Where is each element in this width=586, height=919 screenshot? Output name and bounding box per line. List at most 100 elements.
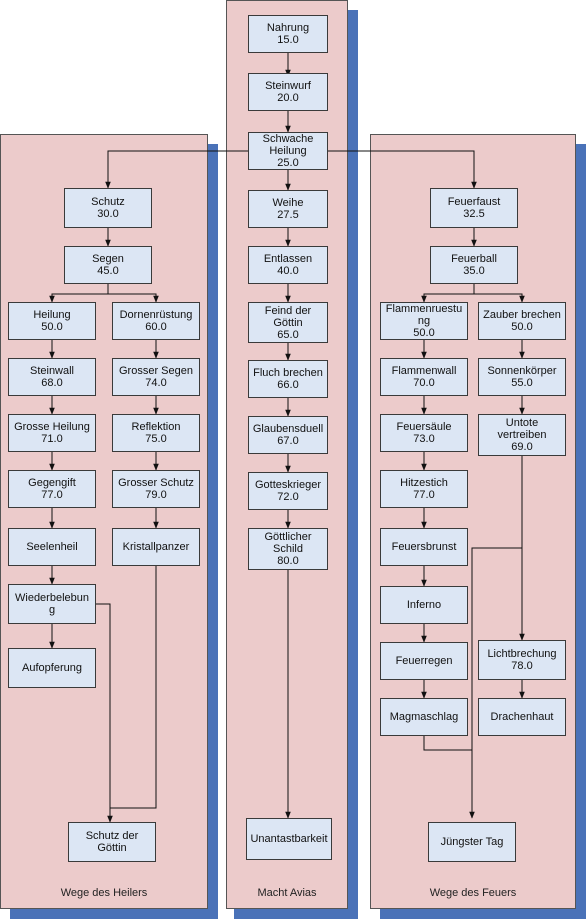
node-drachenhaut[interactable]: Drachenhaut [478, 698, 566, 736]
panel-label-heiler: Wege des Heilers [60, 887, 148, 899]
node-schutz[interactable]: Schutz 30.0 [64, 188, 152, 228]
node-wiederbelebung-name: Wiederbelebun g [15, 592, 89, 616]
node-steinwurf[interactable]: Steinwurf 20.0 [248, 73, 328, 111]
node-unantastbarkeit[interactable]: Unantastbarkeit [246, 818, 332, 860]
edge-schwache-heilung-schutz [105, 150, 248, 189]
node-feind-der-goettin-name: Feind der Göttin [264, 304, 312, 329]
node-hitzestich-value: 77.0 [413, 489, 435, 501]
node-feind-der-goettin[interactable]: Feind der Göttin 65.0 [248, 302, 328, 343]
node-seelenheil[interactable]: Seelenheil [8, 528, 96, 566]
node-steinwall[interactable]: Steinwall 68.0 [8, 358, 96, 396]
node-grosse-heilung-value: 71.0 [41, 433, 63, 445]
node-inferno[interactable]: Inferno [380, 586, 468, 624]
node-inferno-name: Inferno [406, 599, 442, 611]
node-magmaschlag[interactable]: Magmaschlag [380, 698, 468, 736]
node-fluch-brechen[interactable]: Fluch brechen 66.0 [248, 360, 328, 398]
node-gegengift-name: Gegengift [28, 477, 76, 489]
node-heilung-value: 50.0 [41, 321, 63, 333]
edge-magmaschlag-juengster-tag [423, 736, 472, 751]
node-grosser-segen-name: Grosser Segen [119, 365, 193, 377]
node-grosse-heilung-name: Grosse Heilung [14, 421, 90, 433]
node-grosser-schutz[interactable]: Grosser Schutz 79.0 [112, 470, 200, 508]
node-flammenwall[interactable]: Flammenwall 70.0 [380, 358, 468, 396]
node-feind-der-goettin-value: 65.0 [277, 328, 299, 341]
node-grosser-segen[interactable]: Grosser Segen 74.0 [112, 358, 200, 396]
node-untote-vertreiben-name: Untote vertreiben [497, 417, 547, 441]
node-flammenwall-value: 70.0 [413, 377, 435, 389]
node-reflektion-value: 75.0 [145, 433, 167, 445]
node-feuersbrunst-name: Feuersbrunst [391, 541, 457, 553]
node-hitzestich-name: Hitzestich [400, 477, 448, 489]
node-heilung-name: Heilung [33, 309, 71, 321]
node-lichtbrechung-value: 78.0 [511, 660, 533, 672]
node-juengster-tag-name: Jüngster Tag [440, 836, 504, 848]
node-hitzestich[interactable]: Hitzestich 77.0 [380, 470, 468, 508]
node-segen-name: Segen [92, 253, 124, 265]
node-juengster-tag[interactable]: Jüngster Tag [428, 822, 516, 862]
node-wiederbelebung[interactable]: Wiederbelebun g [8, 584, 96, 624]
node-untote-vertreiben[interactable]: Untote vertreiben 69.0 [478, 414, 566, 456]
node-grosser-schutz-name: Grosser Schutz [118, 477, 194, 489]
node-gegengift[interactable]: Gegengift 77.0 [8, 470, 96, 508]
node-feuersbrunst[interactable]: Feuersbrunst [380, 528, 468, 566]
node-schutz-name: Schutz [91, 196, 125, 208]
node-zauber-brechen-name: Zauber brechen [483, 309, 561, 321]
node-schutz-der-goettin[interactable]: Schutz der Göttin [68, 822, 156, 862]
node-dornenruestung-name: Dornenrüstung [119, 309, 193, 321]
node-glaubensduell[interactable]: Glaubensduell 67.0 [248, 416, 328, 454]
node-reflektion-name: Reflektion [131, 421, 181, 433]
node-zauber-brechen-value: 50.0 [511, 321, 533, 333]
edge-feuerball-flammenruestung [421, 284, 475, 303]
node-nahrung-name: Nahrung [266, 22, 310, 34]
node-steinwurf-value: 20.0 [277, 92, 299, 104]
node-seelenheil-name: Seelenheil [26, 541, 78, 553]
node-lichtbrechung-name: Lichtbrechung [487, 648, 557, 660]
node-flammenruestung-value: 50.0 [413, 327, 435, 339]
node-goettlicher-schild[interactable]: Göttlicher Schild 80.0 [248, 528, 328, 570]
node-feuerfaust-value: 32.5 [463, 208, 485, 220]
node-nahrung[interactable]: Nahrung 15.0 [248, 15, 328, 53]
node-gotteskrieger[interactable]: Gotteskrieger 72.0 [248, 472, 328, 510]
node-feuerfaust-name: Feuerfaust [447, 196, 501, 208]
edge-segen-dornenruestung [108, 293, 159, 303]
node-feuersaeule-value: 73.0 [413, 433, 435, 445]
node-sonnenkoerper[interactable]: Sonnenkörper 55.0 [478, 358, 566, 396]
node-lichtbrechung[interactable]: Lichtbrechung 78.0 [478, 640, 566, 680]
edge-feuerball-zauber-brechen [474, 293, 525, 303]
node-feuersaeule[interactable]: Feuersäule 73.0 [380, 414, 468, 452]
node-fluch-brechen-name: Fluch brechen [253, 367, 323, 379]
node-segen[interactable]: Segen 45.0 [64, 246, 152, 284]
panel-label-avias: Macht Avias [257, 887, 317, 899]
panel-label-feuer: Wege des Feuers [429, 887, 517, 899]
node-dornenruestung[interactable]: Dornenrüstung 60.0 [112, 302, 200, 340]
node-segen-value: 45.0 [97, 265, 119, 277]
node-flammenruestung-name: Flammenruestu ng [385, 303, 463, 327]
node-feuerregen[interactable]: Feuerregen [380, 642, 468, 680]
node-drachenhaut-name: Drachenhaut [490, 711, 554, 723]
node-schwache-heilung[interactable]: Schwache Heilung 25.0 [248, 132, 328, 170]
node-weihe[interactable]: Weihe 27.5 [248, 190, 328, 228]
node-feuerball[interactable]: Feuerball 35.0 [430, 246, 518, 284]
node-entlassen[interactable]: Entlassen 40.0 [248, 246, 328, 284]
node-schwache-heilung-value: 25.0 [277, 157, 299, 169]
node-kristallpanzer[interactable]: Kristallpanzer [112, 528, 200, 566]
node-steinwall-value: 68.0 [41, 377, 63, 389]
node-kristallpanzer-name: Kristallpanzer [122, 541, 190, 553]
node-gotteskrieger-name: Gotteskrieger [254, 479, 322, 491]
node-feuerfaust[interactable]: Feuerfaust 32.5 [430, 188, 518, 228]
node-aufopferung-name: Aufopferung [22, 662, 82, 674]
node-feuerball-name: Feuerball [451, 253, 497, 265]
node-schwache-heilung-name: Schwache Heilung [262, 133, 314, 157]
node-zauber-brechen[interactable]: Zauber brechen 50.0 [478, 302, 566, 340]
node-weihe-value: 27.5 [277, 209, 299, 221]
node-grosse-heilung[interactable]: Grosse Heilung 71.0 [8, 414, 96, 452]
node-schutz-der-goettin-name: Schutz der Göttin [85, 830, 139, 854]
node-sonnenkoerper-value: 55.0 [511, 377, 533, 389]
node-reflektion[interactable]: Reflektion 75.0 [112, 414, 200, 452]
node-feuerball-value: 35.0 [463, 265, 485, 277]
node-magmaschlag-name: Magmaschlag [389, 711, 459, 723]
node-aufopferung[interactable]: Aufopferung [8, 648, 96, 688]
node-heilung[interactable]: Heilung 50.0 [8, 302, 96, 340]
node-flammenruestung[interactable]: Flammenruestu ng 50.0 [380, 302, 468, 340]
